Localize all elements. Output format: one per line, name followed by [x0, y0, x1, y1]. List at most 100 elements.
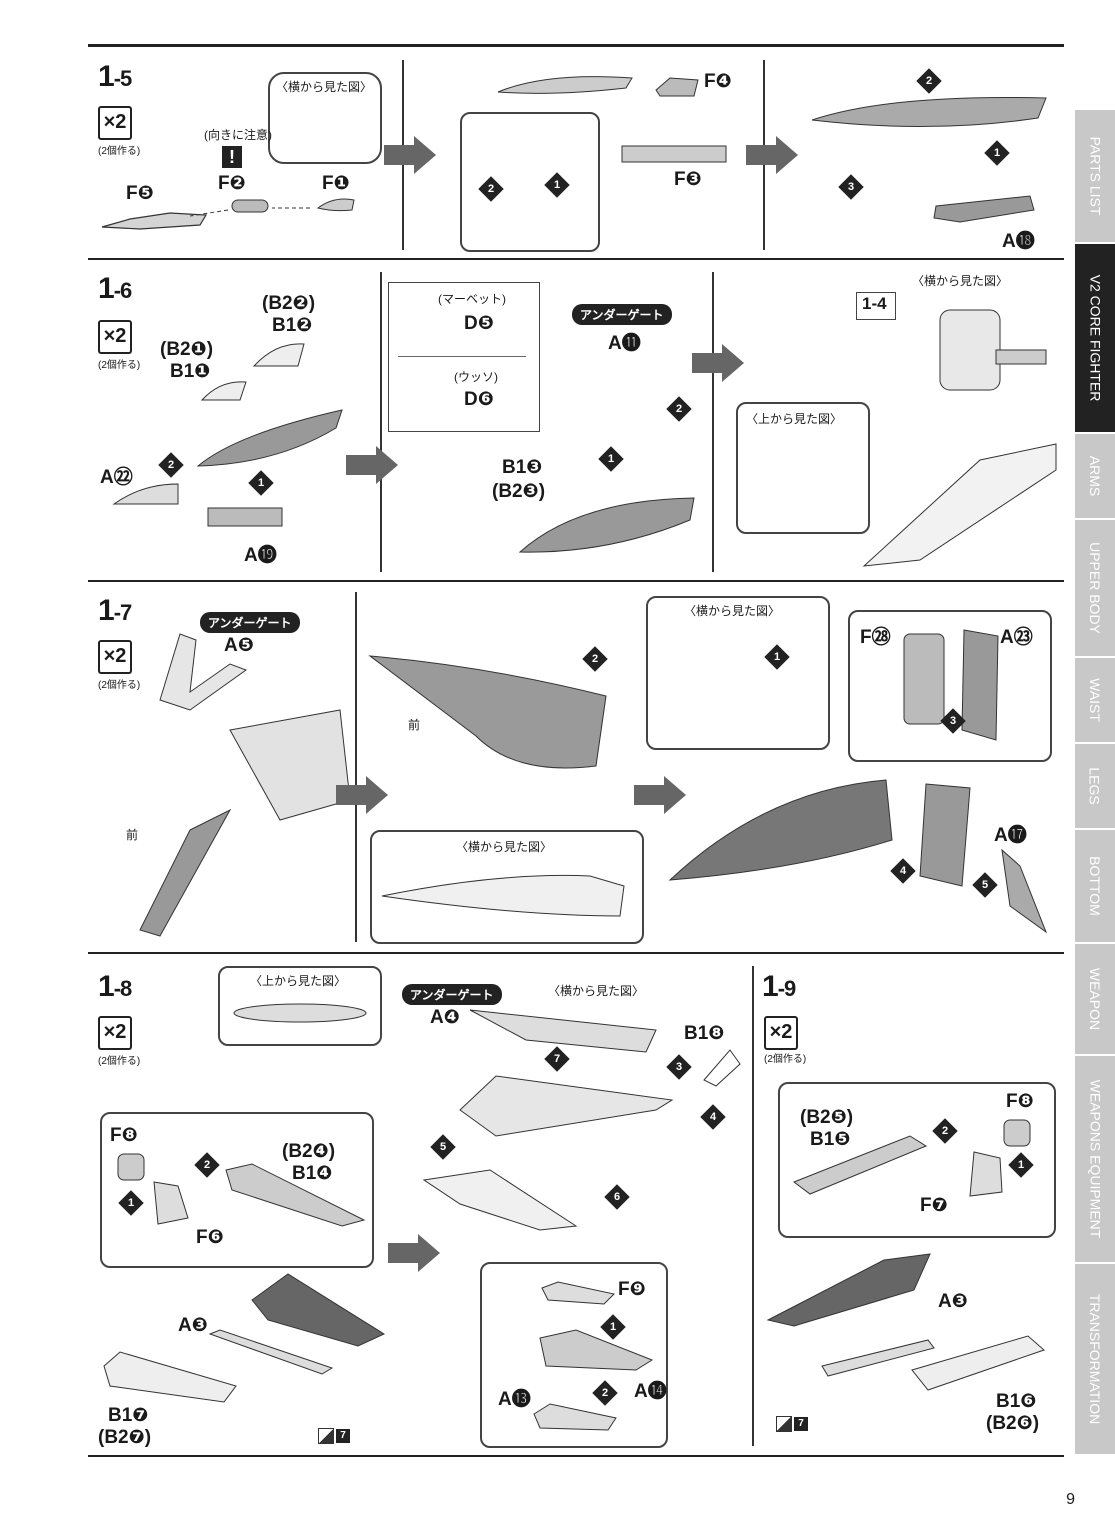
quantity-badge: ×2 [98, 640, 132, 674]
part-label-a23: A㉓ [1000, 627, 1033, 648]
part-label-a3: A❸ [938, 1291, 968, 1312]
tab-label: V2 CORE FIGHTER [1087, 274, 1104, 402]
make-two-note: (2個作る) [98, 1056, 141, 1067]
part-drawing-b16 [911, 1335, 1045, 1391]
make-two-note: (2個作る) [98, 146, 141, 157]
part-label-f5: F❺ [126, 183, 154, 204]
bottom-rule [88, 1455, 1064, 1457]
part-drawing-rail [821, 1339, 935, 1377]
pilot-name-usso: (ウッソ) [454, 370, 498, 384]
col-divider [355, 592, 357, 942]
part-label-b25: (B2❺) [800, 1107, 854, 1128]
sticker-icon [318, 1428, 334, 1444]
side-view-label: 〈横から見た図〉 [912, 274, 1009, 288]
part-drawing-f9 [541, 1281, 616, 1305]
side-view-label: 〈横から見た図〉 [276, 80, 373, 94]
step-minor: -7 [113, 600, 133, 625]
step-major: 1 [762, 970, 779, 1003]
part-label-b22: (B2❷) [262, 293, 316, 314]
detail-inset [848, 610, 1052, 762]
sticker-7: 7 [776, 1416, 808, 1432]
step-major: 1 [98, 594, 115, 627]
tab-label: WAIST [1087, 678, 1103, 722]
step-marker-1: 1 [984, 140, 1010, 166]
part-label-b15: B1❺ [810, 1129, 851, 1150]
sticker-number: 7 [794, 1417, 808, 1431]
part-label-f7: F❼ [920, 1195, 948, 1216]
next-arrow [336, 776, 388, 814]
col-divider [380, 272, 382, 572]
step-marker-5: 5 [430, 1134, 456, 1160]
part-drawing-f3 [621, 145, 727, 163]
pilot-figures-box [388, 282, 540, 432]
step-marker-4: 4 [700, 1104, 726, 1130]
page-number: 9 [1066, 1491, 1075, 1508]
next-arrow [388, 1234, 440, 1272]
tab-label: WEAPON [1087, 967, 1104, 1031]
callout-bubble [268, 72, 382, 164]
tab-transformation[interactable]: TRANSFORMATION [1075, 1264, 1115, 1456]
part-drawing-f4 [655, 77, 699, 97]
next-arrow [634, 776, 686, 814]
part-drawing-canopy-b11 [200, 381, 247, 401]
top-rule [88, 44, 1064, 47]
part-label-f2: F❷ [218, 173, 246, 194]
caution-note: (向きに注意) [204, 128, 272, 142]
part-drawing-f6 [153, 1181, 189, 1225]
part-drawing-b15 [792, 1135, 928, 1195]
tab-upper-body[interactable]: UPPER BODY [1075, 520, 1115, 658]
part-label-a17: A⓱ [994, 825, 1027, 846]
wing-top-drawing [862, 443, 1057, 567]
part-label-f28: F㉘ [860, 627, 891, 648]
part-drawing-a18 [933, 195, 1035, 223]
step-minor: -6 [113, 278, 133, 303]
fuselage-assembly-rotated [368, 655, 607, 769]
under-gate-tag: アンダーゲート [200, 612, 300, 633]
quantity-badge: ×2 [98, 320, 132, 354]
tab-parts-list[interactable]: PARTS LIST [1075, 110, 1115, 244]
tab-bottom[interactable]: BOTTOM [1075, 830, 1115, 944]
part-label-f3: F❸ [674, 169, 702, 190]
part-drawing-upper [497, 76, 633, 94]
fighter-side-drawing [381, 874, 625, 917]
part-drawing-a4 [469, 1009, 657, 1053]
tab-weapon[interactable]: WEAPON [1075, 944, 1115, 1056]
part-label-d6: D❻ [464, 389, 494, 410]
top-view-label: 〈上から見た図〉 [746, 412, 843, 426]
under-gate-tag: アンダーゲート [572, 304, 672, 325]
part-drawing-nose-a22 [112, 483, 179, 505]
part-drawing-lower-wing [422, 1169, 578, 1231]
fuselage-with-wing [668, 779, 893, 881]
next-arrow [746, 136, 798, 174]
assembled-arm [766, 1253, 931, 1327]
part-label-a19: A⓳ [244, 545, 277, 566]
sticker-icon [776, 1416, 792, 1432]
part-drawing-wing-panel [919, 783, 971, 887]
tab-legs[interactable]: LEGS [1075, 744, 1115, 830]
step-major: 1 [98, 970, 115, 1003]
part-label-b12: B1❷ [272, 315, 313, 336]
part-label-f4: F❹ [704, 71, 732, 92]
reference-box [856, 292, 896, 320]
tab-label: UPPER BODY [1087, 542, 1103, 634]
tab-v2-core-fighter[interactable]: V2 CORE FIGHTER [1075, 244, 1115, 434]
step-number-1-5: 1-5 [98, 60, 132, 94]
part-drawing-wing [811, 96, 1047, 128]
pilot-name-marvet: (マーベット) [438, 292, 506, 306]
step-number-1-7: 1-7 [98, 594, 133, 628]
row-divider-3 [88, 952, 1064, 954]
tab-weapons-equipment[interactable]: WEAPONS EQUIPMENT [1075, 1056, 1115, 1264]
reference-step: 1-4 [862, 294, 887, 313]
tab-arms[interactable]: ARMS [1075, 434, 1115, 520]
side-view-label: 〈横から見た図〉 [684, 604, 781, 618]
step-minor: -9 [777, 976, 797, 1001]
tab-waist[interactable]: WAIST [1075, 658, 1115, 744]
part-label-b11: B1❶ [170, 361, 211, 382]
part-label-b27: (B2❼) [98, 1427, 152, 1448]
part-drawing-a19 [207, 507, 283, 527]
part-label-b24: (B2❹) [282, 1141, 336, 1162]
wing-top-drawing [233, 1003, 367, 1023]
top-view-inset [736, 402, 870, 534]
sticker-7: 7 [318, 1428, 350, 1444]
next-arrow [692, 344, 744, 382]
